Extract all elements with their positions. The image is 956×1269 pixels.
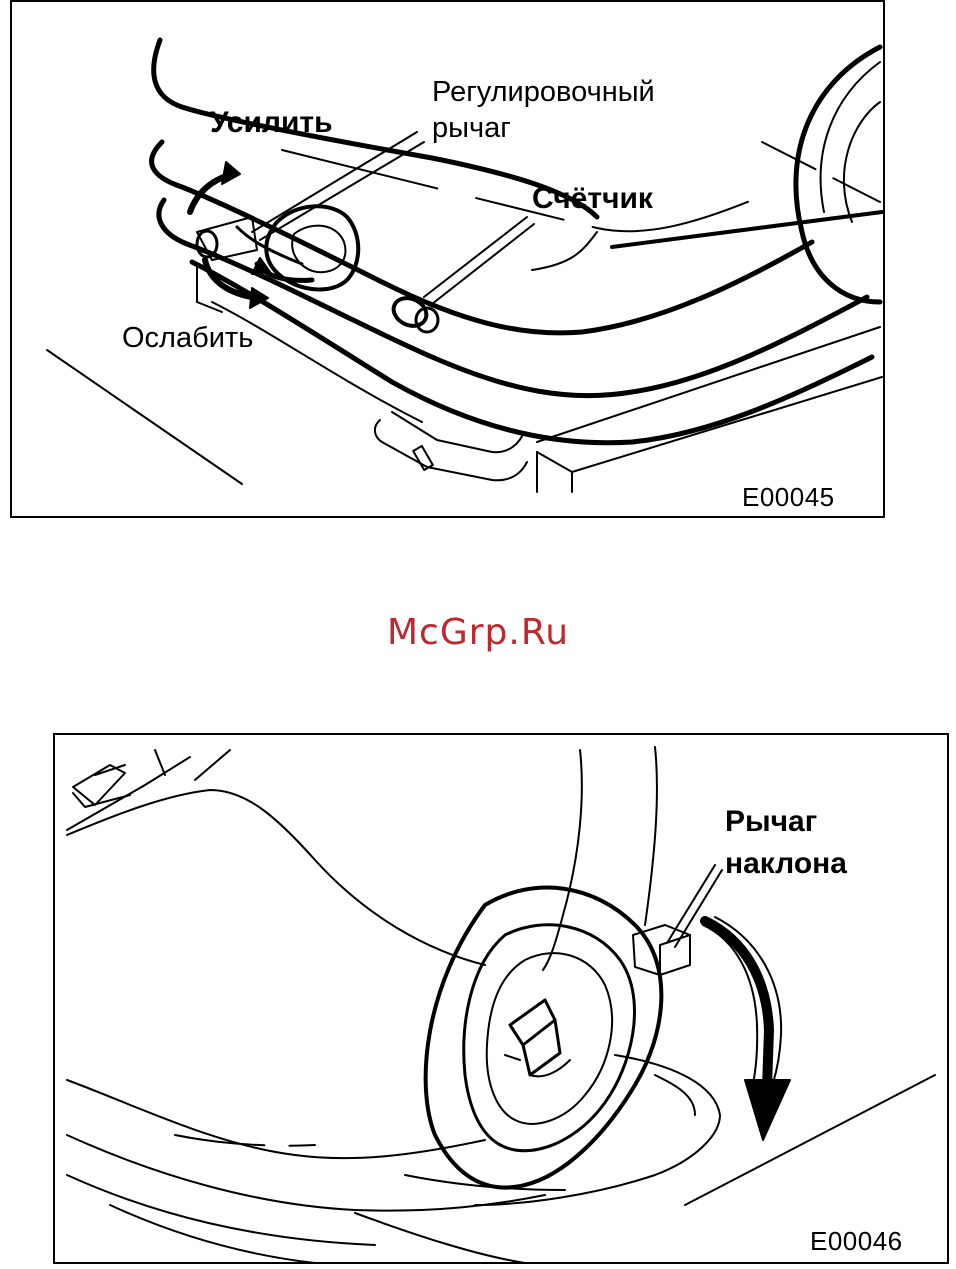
figure-e00045: Усилить Регулировочный рычаг Счётчик Осл… <box>10 0 885 518</box>
label-tilt-lever-line1: Рычаг <box>725 805 817 839</box>
label-adjust-lever-line1: Регулировочный <box>432 76 655 108</box>
watermark-text: McGrp.Ru <box>0 612 956 653</box>
label-counter: Счётчик <box>532 182 653 216</box>
label-decrease: Ослабить <box>122 322 253 354</box>
figure-code: E00045 <box>742 482 835 513</box>
figure-code: E00046 <box>810 1226 903 1257</box>
figure-e00046: Рычаг наклона E00046 <box>53 733 949 1264</box>
label-increase: Усилить <box>210 106 333 140</box>
label-tilt-lever-line2: наклона <box>725 847 847 881</box>
label-adjust-lever-line2: рычаг <box>432 112 511 144</box>
